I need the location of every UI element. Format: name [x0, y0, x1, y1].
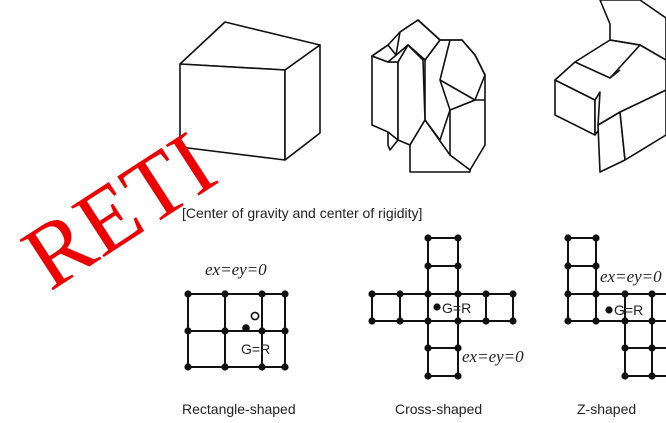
- cross-block: [371, 19, 486, 173]
- rect-eccentricity-label: ex=ey=0: [205, 260, 267, 279]
- z-shape-label: Z-shaped: [577, 401, 636, 417]
- cross-eccentricity-label: ex=ey=0: [462, 347, 524, 366]
- z-center-label: G=R: [614, 302, 643, 318]
- center-of-rigidity-circle: [250, 311, 260, 321]
- cross-center-label: G=R: [442, 300, 471, 316]
- rectangle-plan: [184, 290, 289, 371]
- z-block: [554, 0, 666, 173]
- rectangle-shape-label: Rectangle-shaped: [182, 401, 296, 417]
- z-plan: [564, 234, 666, 380]
- figure-caption: [Center of gravity and center of rigidit…: [182, 205, 422, 221]
- cross-plan: [368, 234, 517, 380]
- rectangle-block: [179, 21, 321, 161]
- z-eccentricity-label: ex=ey=0: [600, 267, 662, 286]
- z-center-dot: [605, 306, 613, 314]
- rect-center-label: G=R: [241, 341, 270, 357]
- cross-shape-label: Cross-shaped: [395, 401, 482, 417]
- cross-center-dot: [433, 303, 441, 311]
- center-of-gravity-dot: [242, 324, 250, 332]
